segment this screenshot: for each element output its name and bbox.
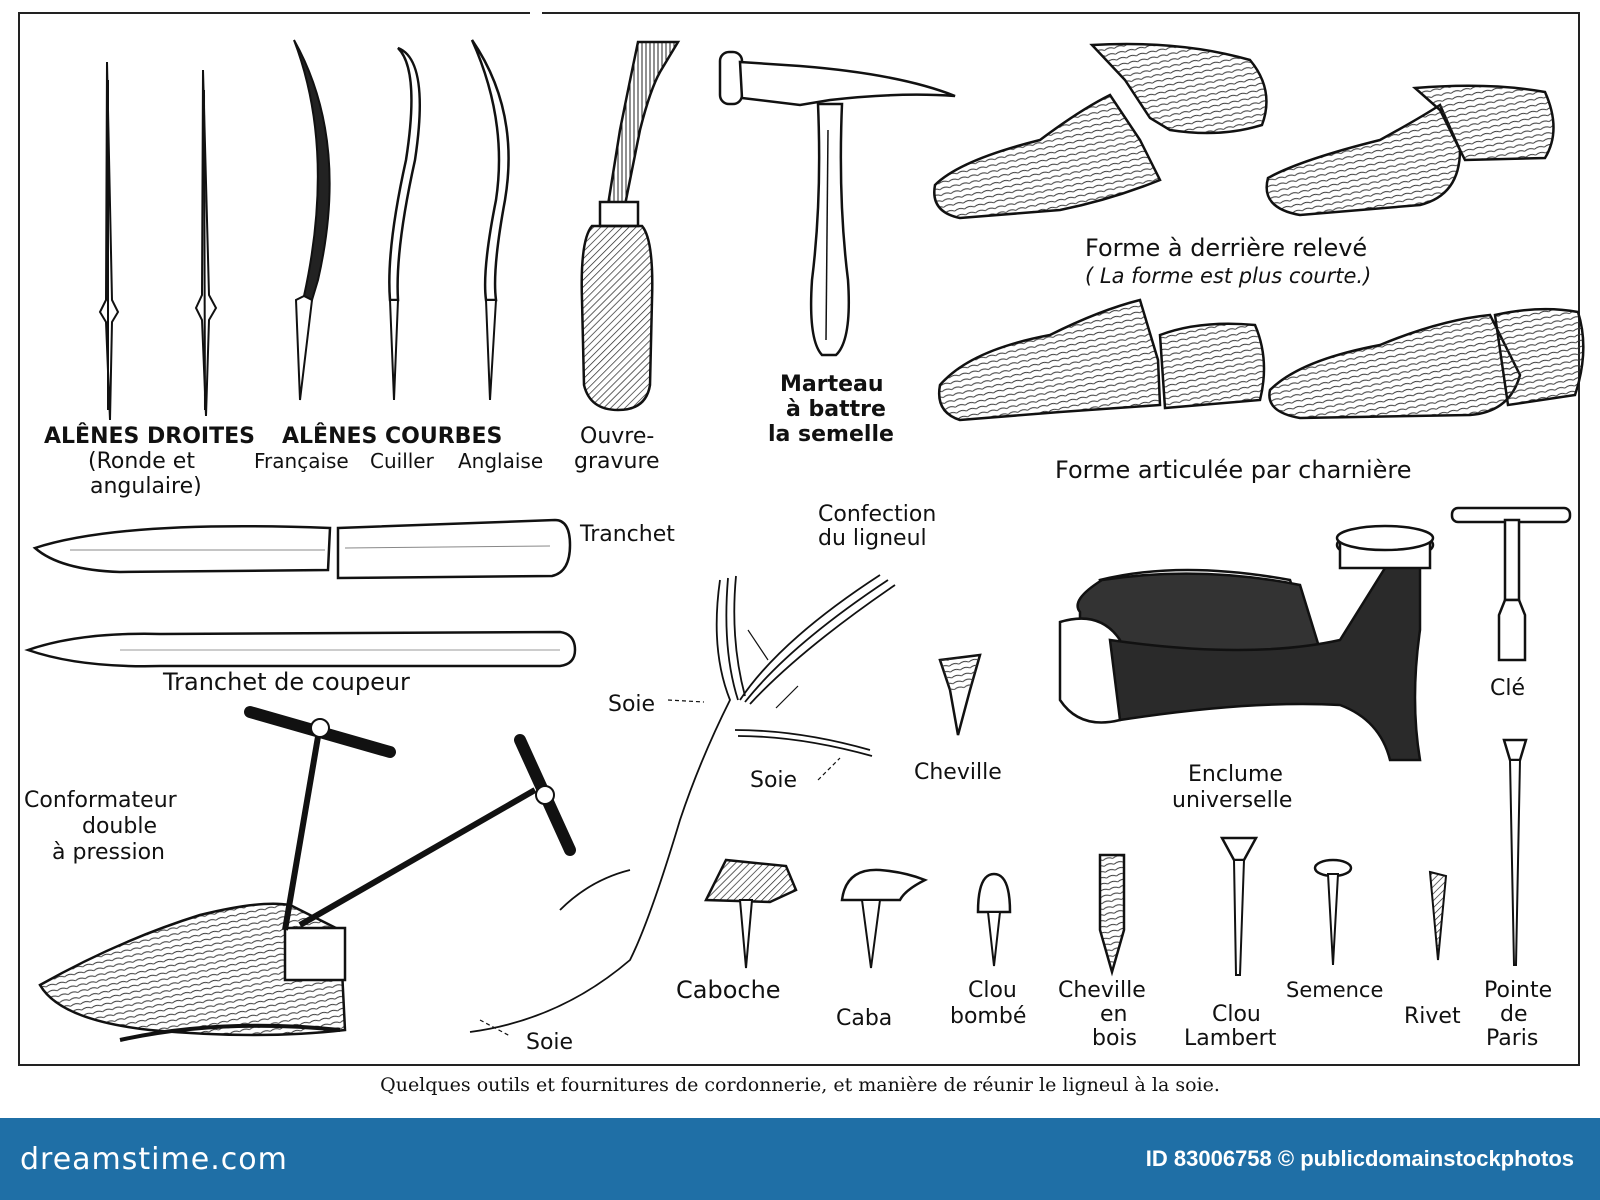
tranchet-coupeur-knife-icon — [24, 630, 577, 668]
label-enclume-1: Enclume — [1188, 762, 1283, 787]
awl-curved-francaise-icon — [293, 39, 331, 401]
label-forme-articulee: Forme articulée par charnière — [1055, 456, 1412, 484]
universal-anvil-icon — [1058, 524, 1435, 762]
label-marteau-1: Marteau — [780, 372, 884, 397]
label-pointe-3: Paris — [1486, 1026, 1539, 1051]
awl-straight-round-icon — [98, 61, 120, 421]
label-clou-bombe-1: Clou — [968, 978, 1017, 1003]
label-forme-derriere: Forme à derrière relevé — [1085, 234, 1368, 262]
rivet-icon — [1428, 870, 1448, 961]
label-marteau-3: la semelle — [768, 422, 894, 447]
caba-nail-icon — [840, 868, 929, 969]
label-marteau-2: à battre — [786, 397, 886, 422]
awl-curved-anglaise-icon — [470, 39, 510, 401]
label-cheville-bois-2: en — [1100, 1002, 1128, 1027]
semence-tack-icon — [1313, 858, 1353, 966]
dreamstime-logo: dreamstime.com — [20, 1142, 288, 1177]
clou-lambert-nail-icon — [1219, 836, 1259, 976]
label-cle: Clé — [1490, 676, 1526, 701]
label-soie-1: Soie — [608, 692, 656, 717]
label-ouvre-gravure-1: Ouvre- — [580, 424, 655, 449]
label-caboche: Caboche — [676, 976, 781, 1004]
cheville-peg-icon — [938, 653, 982, 736]
pointe-de-paris-nail-icon — [1502, 738, 1528, 966]
label-alenes-courbes: ALÊNES COURBES — [282, 424, 503, 449]
label-alenes-anglaise: Anglaise — [458, 449, 544, 473]
ouvre-gravure-tool-icon — [580, 40, 681, 412]
last-raised-heel-2-icon — [1265, 84, 1555, 217]
conformateur-stretcher-icon — [38, 706, 576, 1042]
label-alenes-droites-sub2: angulaire) — [90, 474, 202, 499]
last-hinged-1-icon — [937, 298, 1266, 422]
label-alenes-droites: ALÊNES DROITES — [44, 424, 255, 449]
image-id-credit-text: ID 83006758 © publicdomainstockphotos — [1145, 1146, 1574, 1171]
label-conformateur-3: à pression — [52, 840, 165, 865]
label-conformateur-1: Conformateur — [24, 788, 177, 813]
clou-bombe-nail-icon — [976, 872, 1012, 967]
label-clou-lambert-2: Lambert — [1184, 1026, 1277, 1051]
label-tranchet: Tranchet — [580, 522, 675, 547]
cheville-bois-peg-icon — [1098, 853, 1126, 977]
label-ouvre-gravure-2: gravure — [574, 449, 660, 474]
label-pointe-1: Pointe — [1484, 978, 1553, 1003]
label-confection-1: Confection — [818, 502, 937, 527]
caboche-nail-icon — [704, 858, 798, 969]
label-cheville: Cheville — [914, 760, 1002, 785]
illustration-frame — [18, 12, 1580, 1066]
label-cheville-bois-1: Cheville — [1058, 978, 1146, 1003]
hammer-icon — [718, 50, 956, 357]
frame-gap — [530, 8, 542, 16]
label-alenes-francaise: Française — [254, 449, 349, 473]
label-conformateur-2: double — [82, 814, 157, 839]
key-cle-icon — [1450, 506, 1572, 662]
label-alenes-droites-sub1: (Ronde et — [88, 449, 195, 474]
label-forme-derriere-note: ( La forme est plus courte.) — [1085, 264, 1372, 288]
tranchet-knife-icon — [32, 518, 572, 580]
label-alenes-cuiller: Cuiller — [370, 449, 434, 473]
label-confection-2: du ligneul — [818, 526, 927, 551]
awl-curved-cuiller-icon — [388, 46, 422, 401]
stock-footer-bar: dreamstime.com ID 83006758 © publicdomai… — [0, 1118, 1600, 1200]
image-id-credit: ID 83006758 © publicdomainstockphotos — [1146, 1146, 1574, 1172]
label-semence: Semence — [1286, 978, 1384, 1002]
label-soie-2: Soie — [750, 768, 798, 793]
ligneul-threads-icon — [469, 574, 896, 1037]
label-soie-3: Soie — [526, 1030, 574, 1055]
label-clou-lambert-1: Clou — [1212, 1002, 1261, 1027]
label-cheville-bois-3: bois — [1092, 1026, 1137, 1051]
label-clou-bombe-2: bombé — [950, 1004, 1027, 1029]
label-rivet: Rivet — [1404, 1004, 1461, 1029]
label-caba: Caba — [836, 1006, 893, 1031]
label-enclume-2: universelle — [1172, 788, 1293, 813]
awl-straight-angular-icon — [194, 69, 218, 417]
last-hinged-2-icon — [1268, 307, 1585, 420]
figure-caption: Quelques outils et fournitures de cordon… — [380, 1074, 1220, 1096]
last-raised-heel-1-icon — [933, 42, 1268, 220]
tools-illustration — [24, 39, 1585, 1042]
label-pointe-2: de — [1500, 1002, 1528, 1027]
label-tranchet-coupeur: Tranchet de coupeur — [163, 668, 410, 696]
